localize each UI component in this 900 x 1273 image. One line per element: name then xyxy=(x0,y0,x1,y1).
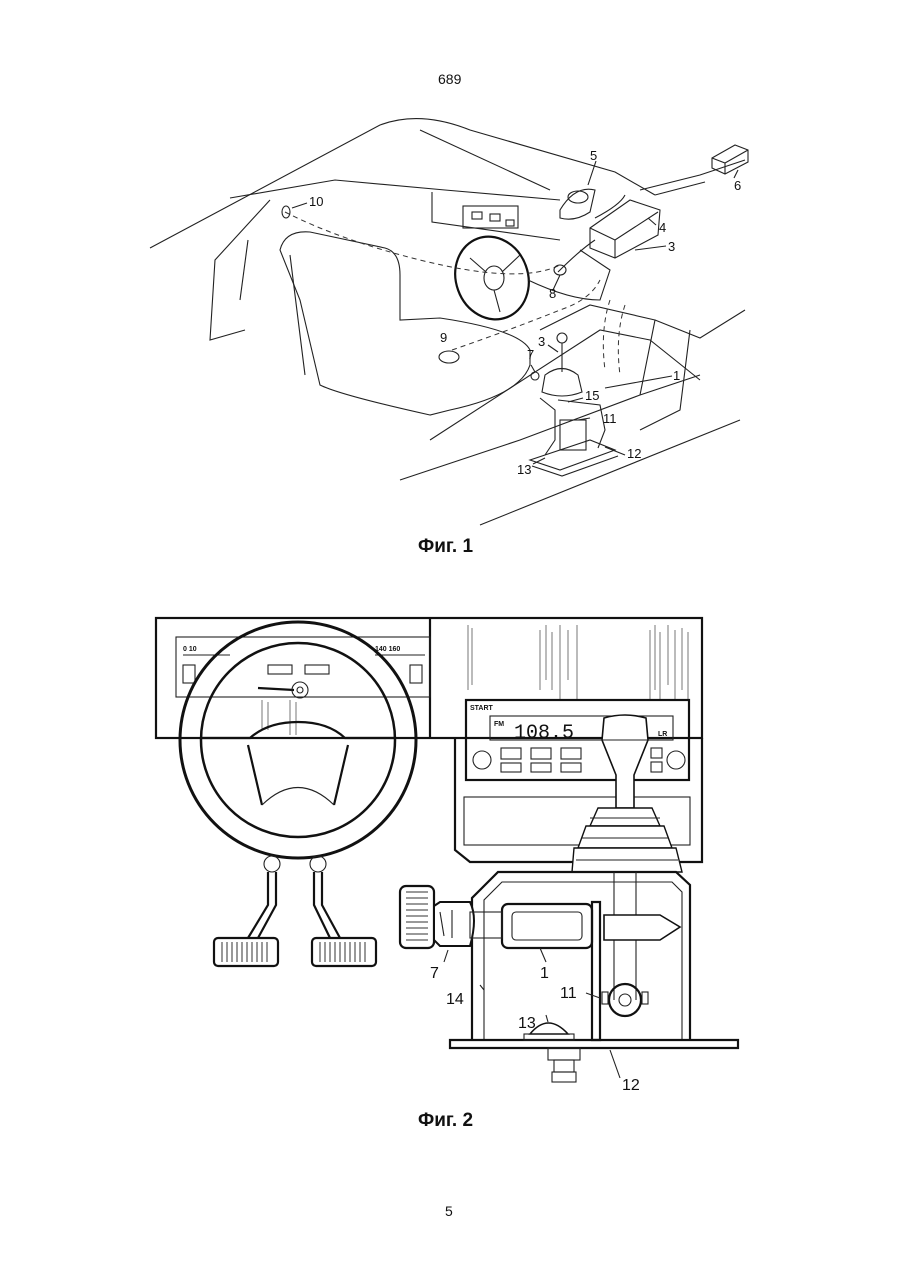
fig1-label-9: 9 xyxy=(440,330,447,345)
speedometer-right-scale: 140 160 xyxy=(375,646,400,653)
fig1-label-10: 10 xyxy=(309,194,323,209)
fig2-label-13: 13 xyxy=(518,1015,536,1032)
fig1-label-12: 12 xyxy=(627,446,641,461)
fig1-label-13: 13 xyxy=(517,462,531,477)
fig2-label-11: 11 xyxy=(560,985,577,1002)
fig2-label-14: 14 xyxy=(446,991,464,1008)
figure-1-caption: Фиг. 1 xyxy=(418,536,473,558)
fig1-label-6: 6 xyxy=(734,178,741,193)
page-number-bottom: 5 xyxy=(445,1203,453,1219)
fig1-label-5: 5 xyxy=(590,148,597,163)
figure-2-dashboard xyxy=(156,618,738,1082)
radio-small-label: LR xyxy=(658,731,667,738)
fig1-label-1: 1 xyxy=(673,368,680,383)
fig2-label-1: 1 xyxy=(540,965,549,982)
fig1-label-11: 11 xyxy=(603,411,617,426)
fig1-label-3b: 3 xyxy=(538,334,545,349)
fig1-label-7: 7 xyxy=(527,347,534,362)
radio-brand: START xyxy=(470,705,494,712)
fig1-label-3a: 3 xyxy=(668,239,675,254)
fig2-label-12: 12 xyxy=(622,1077,640,1094)
fig1-label-8: 8 xyxy=(549,286,556,301)
figure-1-car-interior xyxy=(150,119,748,525)
speedometer-left-scale: 0 10 xyxy=(183,646,197,653)
radio-frequency: 108.5 xyxy=(514,722,574,745)
figure-2-printed-text: 0 10 140 160 START FM 108.5 LR xyxy=(183,646,667,745)
radio-band: FM xyxy=(494,721,504,728)
fig1-label-4: 4 xyxy=(659,220,666,235)
figure-2-caption: Фиг. 2 xyxy=(418,1110,473,1132)
figure-2-reference-numerals: 7 1 14 11 13 12 xyxy=(430,965,640,1094)
fig2-label-7: 7 xyxy=(430,965,439,982)
fig1-label-15: 15 xyxy=(585,388,599,403)
